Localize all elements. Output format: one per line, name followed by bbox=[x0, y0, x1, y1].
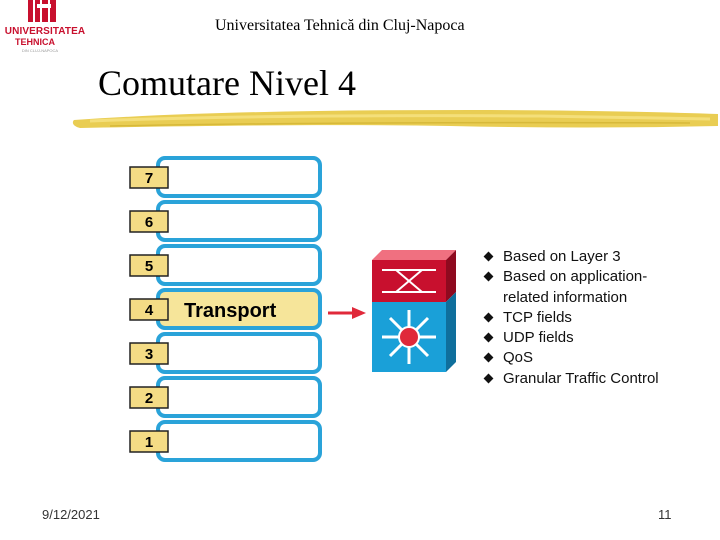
logo-subtitle: DIN CLUJ-NAPOCA bbox=[21, 48, 59, 53]
layer-number-4: 4 bbox=[145, 302, 154, 319]
transport-label: Transport bbox=[184, 300, 277, 322]
feature-list: Based on Layer 3 Based on application-rel… bbox=[483, 247, 659, 389]
feature-text: Based on Layer 3 bbox=[503, 248, 621, 265]
layer-number-box-5 bbox=[129, 254, 169, 277]
arrow-icon bbox=[328, 307, 366, 319]
feature-item: TCP fields bbox=[483, 308, 659, 328]
feature-text: TCP fields bbox=[503, 308, 572, 326]
layer-box-3 bbox=[156, 332, 322, 374]
feature-text: Granular Traffic Control bbox=[503, 369, 659, 387]
bullet-diamond-icon bbox=[483, 251, 494, 262]
slide-title: Comutare Nivel 4 bbox=[98, 63, 356, 103]
layer-number-box-3 bbox=[129, 342, 169, 365]
title-underline bbox=[72, 110, 718, 128]
layer-number-6: 6 bbox=[145, 214, 153, 231]
layer-number-box-6 bbox=[129, 210, 169, 233]
feature-text: Based on application- bbox=[503, 268, 648, 286]
layer-number-3: 3 bbox=[145, 346, 153, 363]
layer-number-box-7 bbox=[129, 166, 169, 189]
university-logo: UNIVERSITATEA TEHNICA DIN CLUJ-NAPOCA bbox=[0, 0, 90, 60]
layer-box-1 bbox=[156, 420, 322, 462]
bullet-diamond-icon bbox=[483, 332, 494, 343]
feature-item: Granular Traffic Control bbox=[483, 369, 659, 389]
feature-item: Based on application-related information bbox=[483, 267, 659, 308]
feature-text: UDP fields bbox=[503, 329, 574, 347]
feature-item: Based on Layer 3 bbox=[483, 247, 659, 267]
logo-line2: TEHNICA bbox=[15, 37, 55, 47]
bullet-diamond-icon bbox=[483, 353, 494, 363]
layer-box-2 bbox=[156, 376, 322, 418]
layer-box-7 bbox=[156, 156, 322, 198]
logo-line1: UNIVERSITATEA bbox=[4, 26, 86, 37]
footer-date: 9/12/2021 bbox=[42, 507, 100, 522]
feature-text: QoS bbox=[503, 349, 534, 367]
layer-box-6 bbox=[156, 200, 322, 242]
layer-number-1: 1 bbox=[145, 434, 153, 451]
layer-number-2: 2 bbox=[145, 390, 153, 407]
bullet-diamond-icon bbox=[483, 373, 494, 384]
multilayer-switch-icon bbox=[372, 250, 456, 372]
feature-item: QoS bbox=[483, 348, 659, 368]
slide-number: 11 bbox=[658, 507, 672, 522]
layer-number-box-4 bbox=[129, 298, 169, 321]
layer-number-7: 7 bbox=[145, 170, 153, 187]
header-text: Universitatea Tehnică din Cluj-Napoca bbox=[215, 17, 465, 34]
feature-text: related information bbox=[503, 288, 628, 306]
layer-box-5 bbox=[156, 244, 322, 286]
logo-emblem-icon bbox=[28, 0, 56, 22]
osi-layer-stack: 7 6 5 4 Transport 3 2 1 bbox=[129, 156, 322, 462]
feature-item: UDP fields bbox=[483, 328, 659, 348]
layer4-switching-diagram: 7 6 5 4 Transport 3 2 1 bbox=[129, 156, 456, 462]
layer-number-box-1 bbox=[129, 430, 169, 453]
layer-number-box-2 bbox=[129, 386, 169, 409]
layer-number-5: 5 bbox=[145, 258, 153, 275]
bullet-diamond-icon bbox=[483, 271, 494, 282]
bullet-diamond-icon bbox=[483, 312, 494, 323]
